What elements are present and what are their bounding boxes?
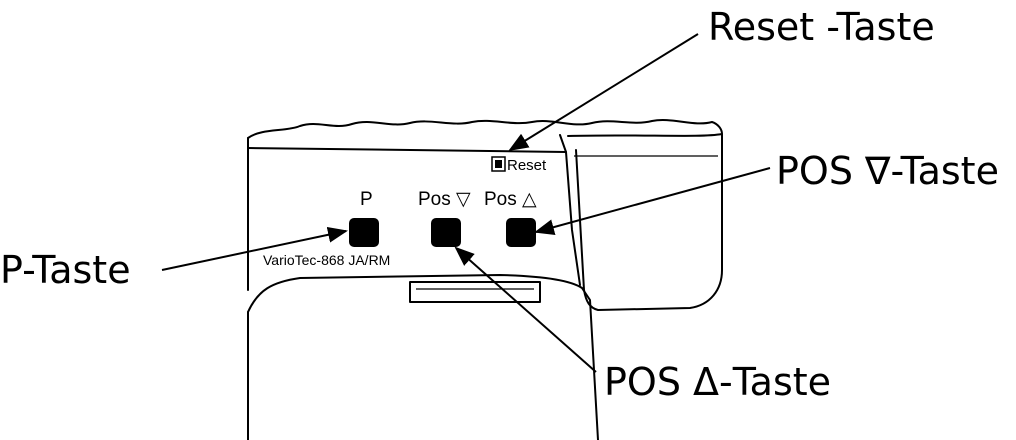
pos-up-key[interactable] (506, 218, 536, 247)
p-callout: P-Taste (0, 248, 131, 292)
device-housing (247, 119, 723, 440)
flap-cover (247, 274, 599, 440)
torn-top-edge (247, 119, 723, 139)
pos-down-key[interactable] (431, 218, 461, 247)
reset-callout: Reset -Taste (708, 5, 935, 49)
p-key-label: P (360, 189, 373, 210)
pos-up-key-label: Pos △ (484, 189, 537, 210)
pos-up-callout: POS Δ-Taste (604, 360, 831, 404)
reset-key-label: Reset (507, 157, 547, 174)
p-leader-line (161, 226, 348, 271)
pos-down-key-label: Pos ▽ (418, 189, 471, 210)
pos-down-callout: POS ∇-Taste (776, 149, 999, 193)
pos-down-leader-line (534, 167, 771, 235)
side-window (567, 133, 723, 311)
p-key[interactable] (349, 218, 379, 247)
face-right-edge (559, 134, 581, 286)
reset-button-fill (495, 160, 502, 168)
face-top-line (247, 147, 567, 153)
reset-leader-line (508, 33, 699, 152)
model-label: VarioTec-868 JA/RM (263, 252, 390, 268)
pos-up-leader-line (454, 246, 597, 373)
flap-clip (409, 281, 541, 303)
